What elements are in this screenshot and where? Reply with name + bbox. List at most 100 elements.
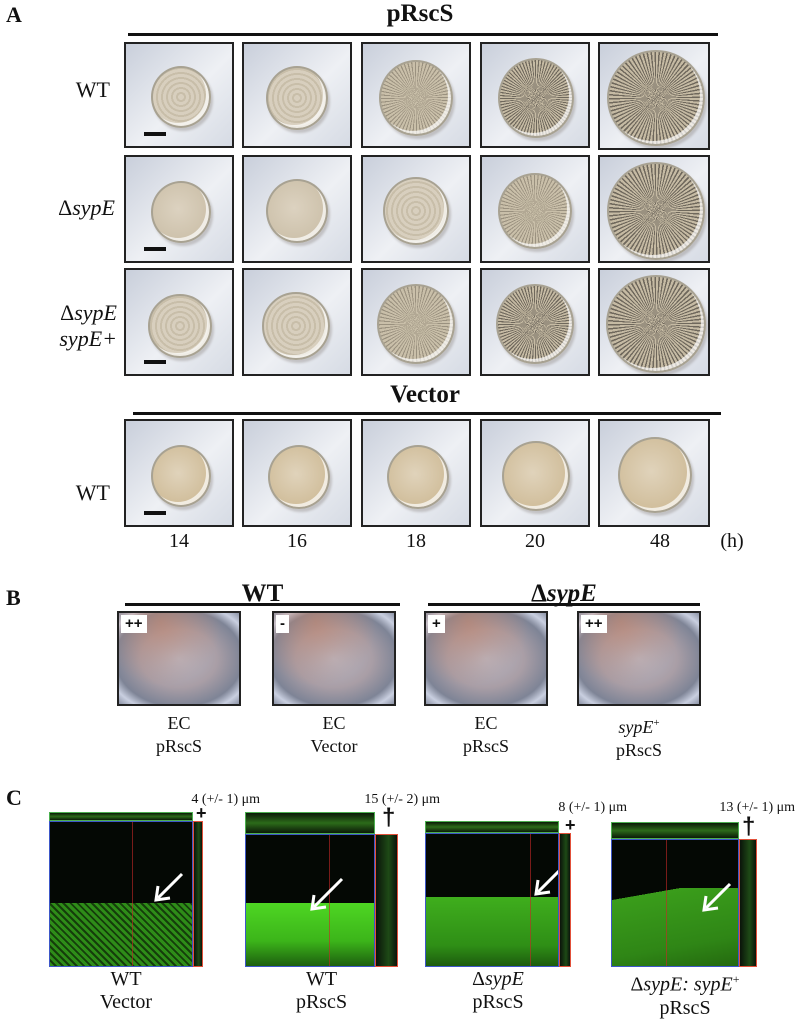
well-image-wt-ec-vector: - [272,611,396,706]
colony [618,437,692,513]
panel-b-letter: B [6,585,21,610]
caption-line1: ΔsypE: sypE+ [600,968,770,997]
caption-line1: WT [110,968,142,990]
colony [502,441,570,511]
colony-plate-wt-18h [361,42,471,148]
time-label-16: 16 [287,530,307,552]
crosshair-line [530,834,531,966]
crosshair-line [329,835,330,966]
colony [496,284,574,364]
arrow-icon [154,872,184,902]
sype-group-rule [428,603,700,606]
scale-bar [144,247,166,251]
arrow-icon [310,877,344,911]
colony-plate-sype-20h [480,155,590,263]
colony-plate-wt-16h [242,42,352,148]
colony [607,50,705,146]
gene-name: sypE [484,968,524,990]
caption-line2: pRscS [659,996,711,1019]
prscs-group-title: pRscS [386,0,454,27]
delta-symbol: Δ [60,300,75,325]
colony-plate-wt-20h [480,42,590,148]
well-caption-4: sypE+pRscS [577,712,701,762]
panel-c-letter: C [6,785,22,810]
colony-plate-sype-18h [361,155,471,263]
caption-line1: WT [305,968,338,990]
biofilm-layer [612,887,738,966]
wrinkle-score: - [276,615,289,633]
colony-plate-sype-16h [242,155,352,263]
depth-marker-icon: + [196,803,207,823]
gene-name: sypE [74,300,117,325]
thickness-label-2: 15 (+/- 2) μm [364,792,440,807]
wt-group-rule [125,603,400,606]
colony [151,181,211,243]
colony-plate-vector-48h [598,419,710,527]
scale-bar [144,132,166,136]
wrinkle-score: ++ [581,615,607,633]
caption-line1: EC [322,713,346,733]
colony [151,66,211,128]
colony-plate-sype-comp-16h [242,268,352,376]
scale-bar [144,360,166,364]
gene-name: sypE [618,717,654,737]
arrow-icon [534,869,558,896]
colony-plate-sype-comp-14h [124,268,234,376]
row-label-wt-vector: WT [75,480,110,505]
colony [387,445,449,509]
caption-line1: EC [167,713,191,733]
gene-name: sypE [546,580,597,607]
well-tint [274,613,394,704]
vector-group-rule [133,412,721,415]
colony-plate-sype-comp-20h [480,268,590,376]
confocal-caption-4: ΔsypE: sypE+pRscS [600,968,770,1020]
colony [151,445,211,507]
depth-marker-icon: † [382,804,396,831]
biofilm-layer [50,902,192,966]
colony [262,292,330,360]
colony [266,66,328,130]
xz-projection [611,822,739,839]
caption-line2: pRscS [615,740,662,760]
arrow-icon [702,882,732,912]
biofilm-layer [246,903,374,966]
thickness-label-3: 8 (+/- 1) μm [558,800,627,815]
yz-projection [375,834,398,967]
colony-plate-sype-48h [598,155,710,263]
time-unit-label: (h) [720,530,744,552]
thickness-label-4: 13 (+/- 1) μm [719,800,795,815]
caption-line2: Vector [99,991,153,1013]
colony [379,60,453,136]
row-label-wt: WT [75,77,110,102]
colony [266,179,328,243]
row-label-sype-deletion: ΔsypE [30,195,115,221]
caption-line2: pRscS [462,736,509,756]
gene-name: sypE: sypE [643,973,733,996]
scale-bar [144,511,166,515]
depth-marker-icon: + [565,815,576,835]
colony [268,445,330,509]
gene-name: sypE [72,195,115,220]
colony [606,275,706,373]
thickness-label-1: 4 (+/- 1) μm [191,792,260,807]
time-label-48: 48 [650,530,670,552]
biofilm-layer [426,897,558,966]
caption-line1: EC [474,713,498,733]
confocal-xy-image-3 [425,833,559,967]
time-label-20: 20 [525,530,545,552]
delta-symbol: Δ [630,973,644,996]
wt-group-title: WT [241,580,284,607]
confocal-xy-image-4 [611,839,739,967]
caption-line1: sypE+ [577,712,701,739]
row-label-sype-complemented: ΔsypE sypE+ [30,300,117,352]
depth-marker-icon: † [742,813,756,840]
time-label-14: 14 [169,530,189,552]
wrinkle-score: + [428,615,445,633]
yz-projection [739,839,757,967]
sype-group-title: ΔsypE [428,580,700,608]
caption-line2: Vector [310,736,358,756]
superscript: + [732,972,740,986]
